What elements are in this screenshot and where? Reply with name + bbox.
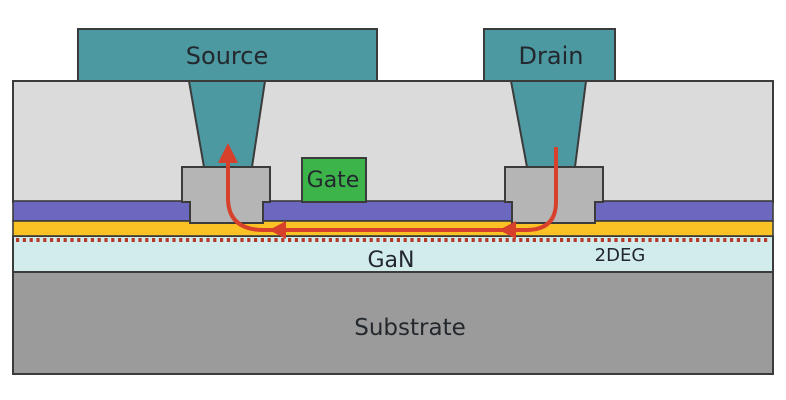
arrowhead-left-channel	[269, 221, 286, 239]
passivation-layer	[12, 200, 774, 222]
source-pad	[77, 28, 378, 82]
arrowhead-up-source	[218, 143, 238, 163]
drain-pad	[483, 28, 616, 82]
substrate-label: Substrate	[354, 315, 466, 341]
gate-label: Gate	[307, 168, 360, 193]
drain-label: Drain	[519, 42, 584, 70]
two-deg-label: 2DEG	[595, 245, 646, 266]
substrate-layer	[12, 271, 774, 375]
source-label: Source	[186, 42, 268, 70]
current-flow-path	[226, 147, 558, 232]
gate-electrode	[301, 157, 367, 203]
dielectric-body	[12, 80, 774, 203]
gan-label: GaN	[368, 248, 415, 273]
arrowhead-left-drain	[499, 221, 516, 239]
